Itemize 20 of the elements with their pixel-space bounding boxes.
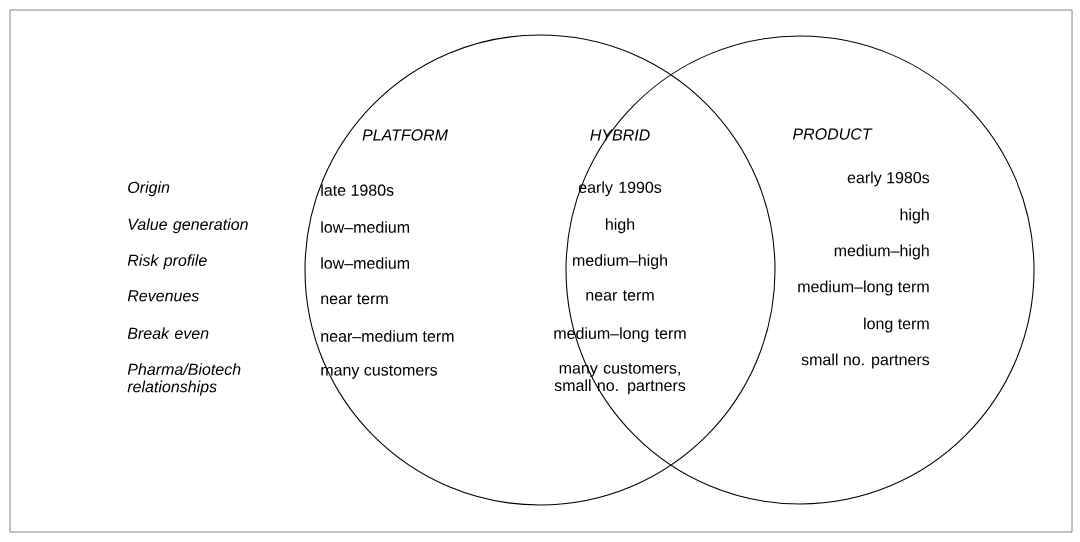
- table-entry: near term: [321, 293, 388, 305]
- row-label: Origin: [128, 181, 170, 197]
- table-entry: high: [606, 218, 635, 234]
- row-label: Revenues: [127, 290, 199, 302]
- table-entry: early 1980s: [847, 171, 930, 187]
- row-label: Value generation: [128, 218, 248, 234]
- table-entry: low–medium: [321, 257, 409, 269]
- table-entry: medium–high: [834, 244, 929, 260]
- row-label: Risk profile: [127, 254, 207, 270]
- table-entry: high: [900, 208, 929, 224]
- table-entry: low–medium: [321, 221, 409, 233]
- row-label: Break even: [127, 327, 209, 339]
- table-entry: medium–high: [573, 254, 667, 270]
- table-entry: near–medium term: [321, 330, 454, 342]
- table-entry: late 1980s: [321, 184, 394, 196]
- table-entry: near term: [586, 290, 654, 301]
- row-label: Pharma/Biotech relationships: [127, 363, 241, 396]
- table-entry: medium–long term: [798, 280, 929, 296]
- table-entry: small no. partners: [801, 353, 930, 369]
- table-entry: long term: [864, 317, 929, 333]
